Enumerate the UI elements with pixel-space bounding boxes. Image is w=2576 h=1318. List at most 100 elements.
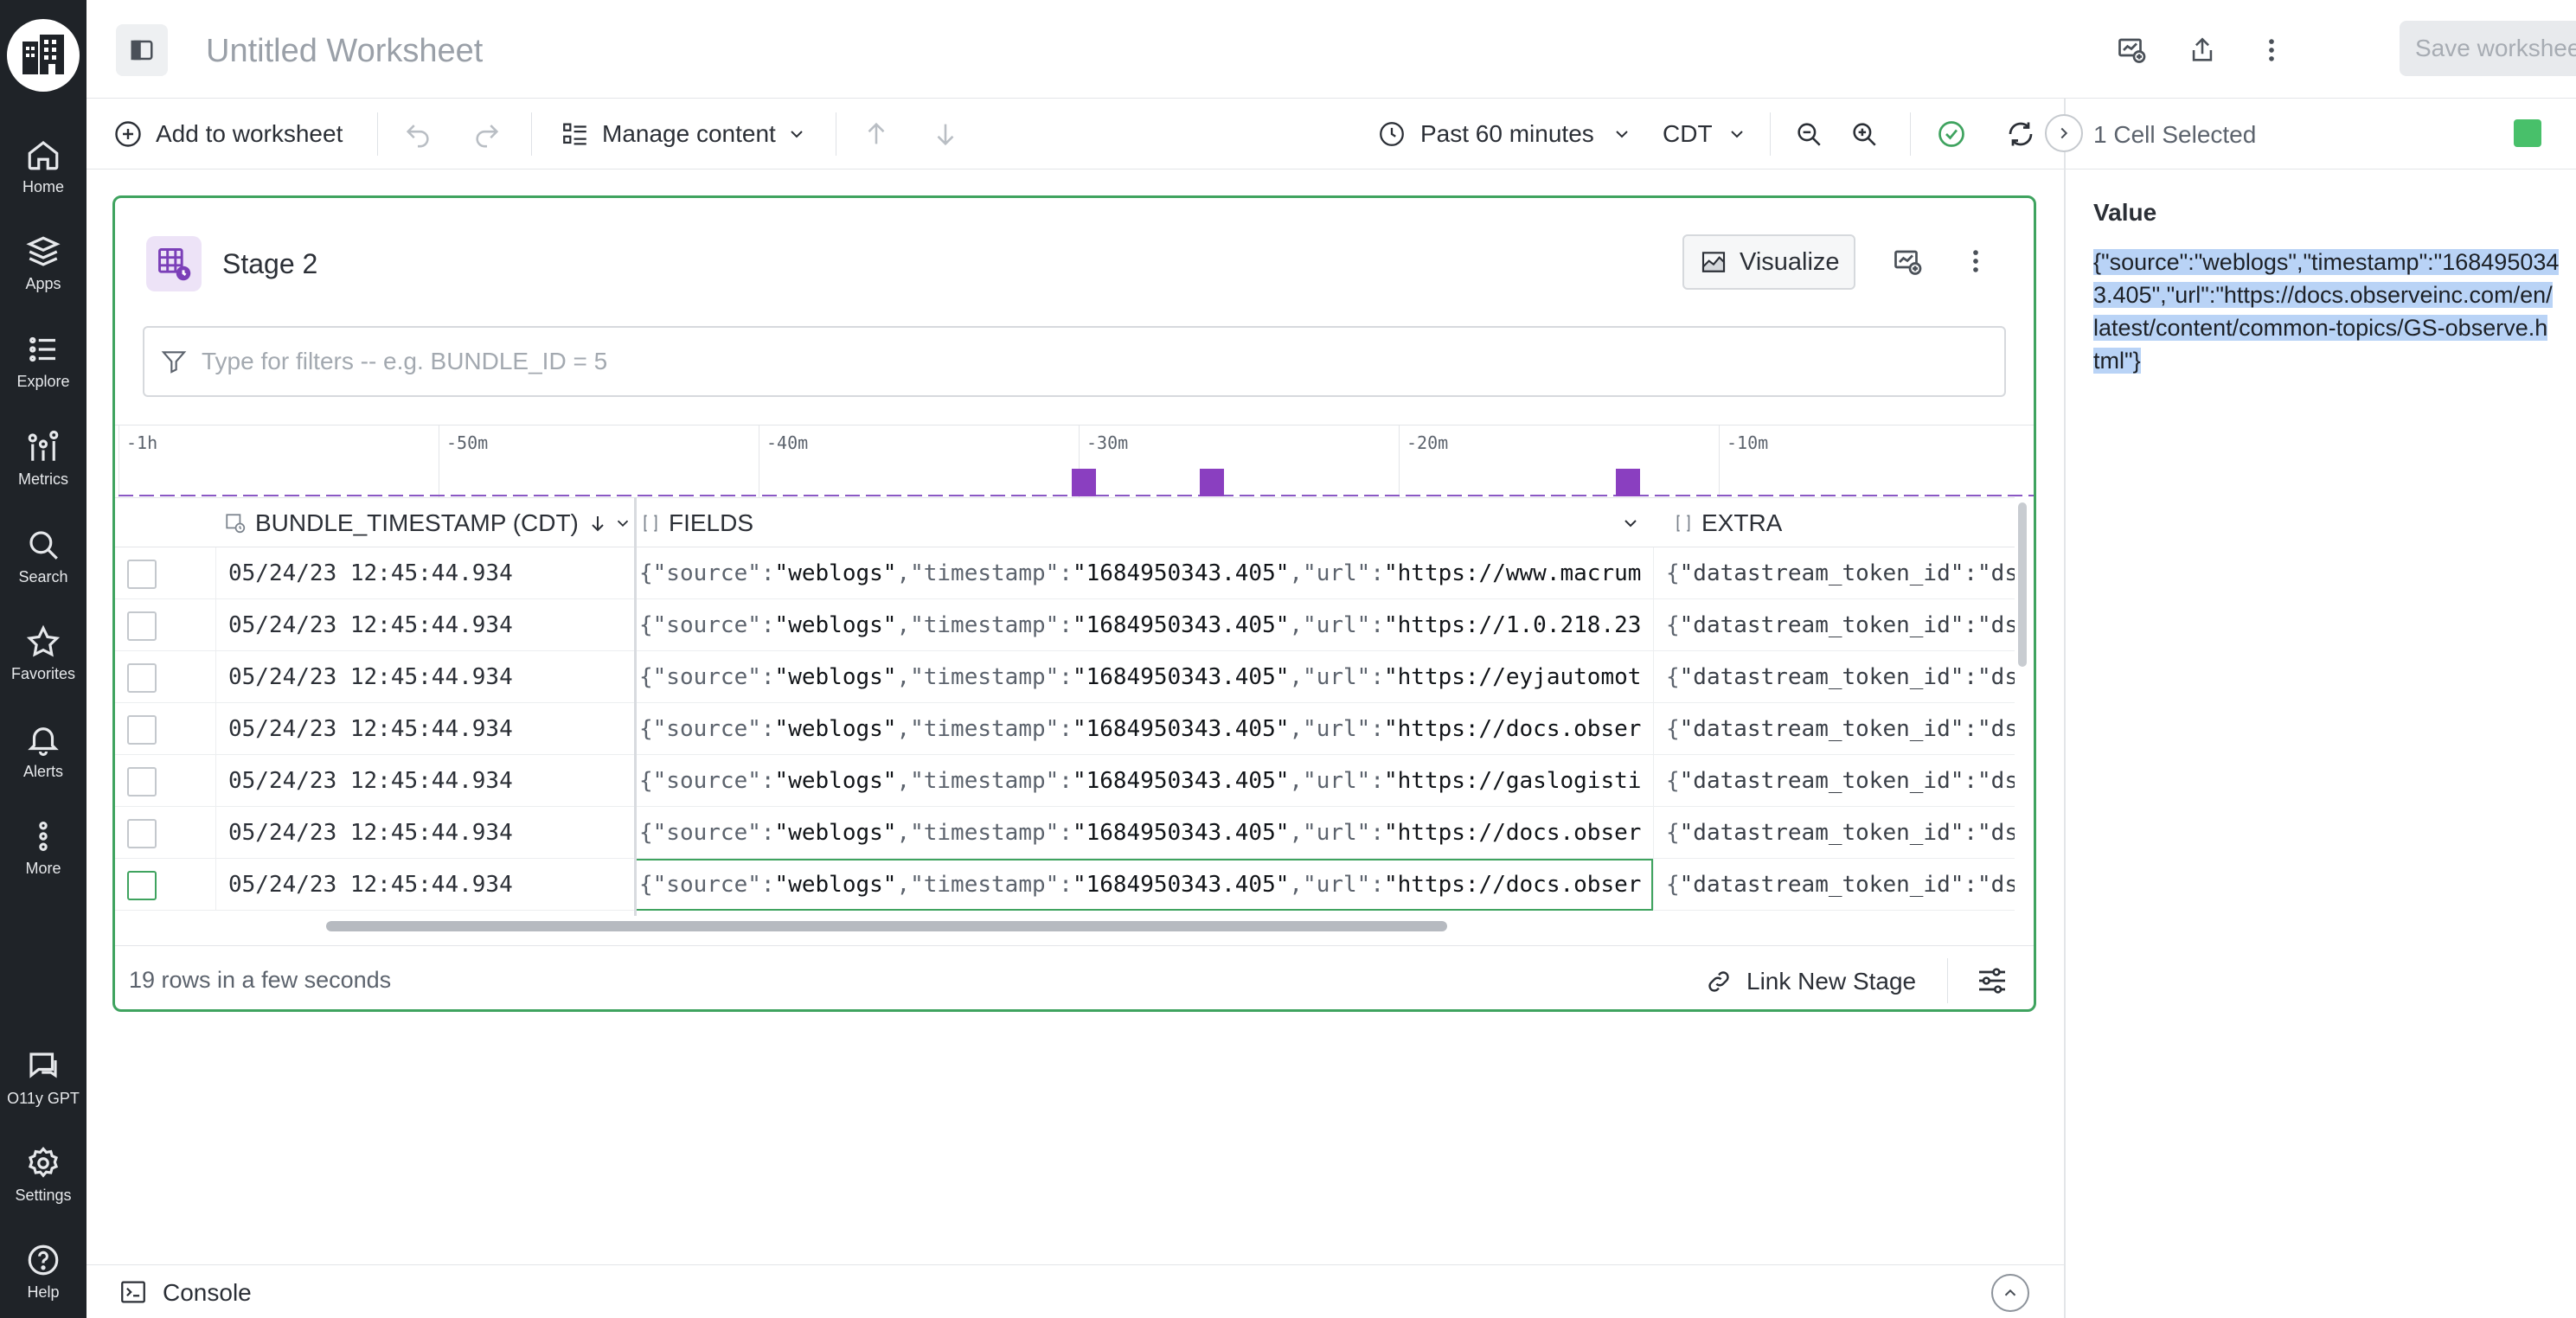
move-down-button[interactable] [931,114,960,154]
json-punctuation: , [1289,612,1304,638]
nav-settings[interactable]: Settings [0,1145,87,1228]
nav-label: Alerts [22,763,63,780]
timestamp-cell[interactable]: 05/24/23 12:45:44.934 [215,807,631,859]
more-options-button[interactable] [2252,31,2291,69]
extra-cell[interactable]: {"datastream_token_id":"ds [1653,547,2015,599]
row-checkbox[interactable] [127,560,157,589]
sidebar-toggle-button[interactable] [116,24,168,76]
row-checkbox[interactable] [127,663,157,693]
value-line: latest/content/common-topics/GS-observe.… [2093,315,2548,341]
sort-down-icon[interactable] [587,513,608,534]
link-new-stage-button[interactable]: Link New Stage [1705,962,1916,1001]
nav-o11y-gpt[interactable]: O11y GPT [0,1048,87,1131]
observe-logo-icon[interactable] [7,19,80,92]
stage-title[interactable]: Stage 2 [222,248,318,279]
filter-input[interactable]: Type for filters -- e.g. BUNDLE_ID = 5 [143,326,2006,397]
row-checkbox[interactable] [127,767,157,797]
timestamp-cell[interactable]: 05/24/23 12:45:44.934 [215,651,631,703]
time-range-picker[interactable]: Past 60 minutes [1377,114,1632,154]
scroll-thumb[interactable] [2018,502,2027,667]
redo-button[interactable] [472,114,502,154]
fields-cell[interactable]: {"source":"weblogs","timestamp":"1684950… [634,599,1653,651]
visualize-button[interactable]: Visualize [1682,234,1855,290]
fields-column-menu[interactable] [1620,498,1641,548]
fields-cell[interactable]: {"source":"weblogs","timestamp":"1684950… [634,547,1653,599]
table-row[interactable]: 05/24/23 12:45:44.934{"source":"weblogs"… [115,651,2015,703]
undo-button[interactable] [403,114,433,154]
nav-help[interactable]: Help [0,1242,87,1318]
nav-favorites[interactable]: Favorites [0,624,87,707]
timestamp-cell[interactable]: 05/24/23 12:45:44.934 [215,859,631,911]
extra-cell[interactable]: {"datastream_token_id":"ds [1653,755,2015,807]
share-button[interactable] [2183,31,2221,69]
row-checkbox[interactable] [127,871,157,900]
fields-cell[interactable]: {"source":"weblogs","timestamp":"1684950… [634,651,1653,703]
add-monitor-button[interactable] [1892,246,1923,282]
table-row[interactable]: 05/24/23 12:45:44.934{"source":"weblogs"… [115,599,2015,651]
field-token: "https://gaslogisti [1383,768,1642,794]
row-checkbox[interactable] [127,611,157,641]
timezone-picker[interactable]: CDT [1663,114,1747,154]
json-punctuation: { [1666,560,1680,586]
table-row[interactable]: 05/24/23 12:45:44.934{"source":"weblogs"… [115,755,2015,807]
extra-cell[interactable]: {"datastream_token_id":"ds [1653,599,2015,651]
worksheet-title[interactable]: Untitled Worksheet [206,33,484,69]
row-checkbox[interactable] [127,819,157,848]
zoom-out-button[interactable] [1794,114,1823,154]
manage-content-button[interactable]: Manage content [561,114,807,154]
vertical-scrollbar[interactable] [2016,497,2028,916]
timestamp-cell[interactable]: 05/24/23 12:45:44.934 [215,703,631,755]
column-header-timestamp[interactable]: BUNDLE_TIMESTAMP (CDT) [215,498,632,548]
zoom-in-button[interactable] [1849,114,1879,154]
extra-cell[interactable]: {"datastream_token_id":"ds [1653,651,2015,703]
field-token: "1684950343.405" [1072,820,1290,846]
run-status-indicator[interactable] [1936,114,1967,154]
timestamp-cell[interactable]: 05/24/23 12:45:44.934 [215,547,631,599]
histogram-bar[interactable] [1616,469,1640,496]
nav-metrics[interactable]: Metrics [0,429,87,512]
table-row[interactable]: 05/24/23 12:45:44.934{"source":"weblogs"… [115,807,2015,859]
console-bar[interactable]: Console [87,1264,2064,1318]
refresh-button[interactable] [2005,114,2036,154]
table-row[interactable]: 05/24/23 12:45:44.934{"source":"weblogs"… [115,703,2015,755]
extra-cell[interactable]: {"datastream_token_id":"ds [1653,859,2015,911]
timestamp-cell[interactable]: 05/24/23 12:45:44.934 [215,599,631,651]
row-checkbox[interactable] [127,715,157,745]
nav-alerts[interactable]: Alerts [0,721,87,804]
cell-value[interactable]: {"source":"weblogs","timestamp":"1684950… [2093,246,2576,377]
stage-more-button[interactable] [1961,246,1990,280]
frozen-column-divider[interactable] [634,497,637,916]
chevron-down-icon[interactable] [613,514,632,533]
nav-home[interactable]: Home [0,137,87,220]
column-header-extra[interactable]: EXTRA [1672,498,1782,548]
extra-cell[interactable]: {"datastream_token_id":"ds [1653,807,2015,859]
collapse-panel-button[interactable] [2045,114,2083,152]
time-histogram[interactable]: -1h -50m -40m -30m -20m -10m [115,425,2034,498]
console-expand-button[interactable] [1991,1274,2029,1312]
fields-cell[interactable]: {"source":"weblogs","timestamp":"1684950… [634,755,1653,807]
monitor-button[interactable] [2112,31,2150,69]
fields-cell[interactable]: {"source":"weblogs","timestamp":"1684950… [634,807,1653,859]
fields-cell[interactable]: {"source":"weblogs","timestamp":"1684950… [634,703,1653,755]
nav-explore[interactable]: Explore [0,331,87,414]
timestamp-cell[interactable]: 05/24/23 12:45:44.934 [215,755,631,807]
table-row[interactable]: 05/24/23 12:45:44.934{"source":"weblogs"… [115,859,2015,911]
nav-apps[interactable]: Apps [0,234,87,317]
horizontal-scrollbar[interactable] [326,921,1447,931]
nav-more[interactable]: More [0,818,87,901]
toolbar-divider [1770,112,1771,156]
nav-search[interactable]: Search [0,527,87,610]
extra-cell[interactable]: {"datastream_token_id":"ds [1653,703,2015,755]
fields-cell[interactable]: {"source":"weblogs","timestamp":"1684950… [634,859,1653,911]
json-punctuation: : [760,716,775,742]
save-worksheet-button[interactable]: Save worksheet [2400,21,2576,76]
histogram-bar[interactable] [1200,469,1224,496]
table-row[interactable]: 05/24/23 12:45:44.934{"source":"weblogs"… [115,547,2015,599]
column-header-fields[interactable]: FIELDS [639,498,753,548]
table-settings-button[interactable] [1975,963,2009,1002]
add-to-worksheet-button[interactable]: Add to worksheet [112,114,343,154]
stage-card[interactable]: Stage 2 Visualize Type for filters -- e.… [112,195,2036,1012]
move-up-button[interactable] [862,114,891,154]
histogram-bar[interactable] [1072,469,1096,496]
json-punctuation: : [1370,872,1384,898]
